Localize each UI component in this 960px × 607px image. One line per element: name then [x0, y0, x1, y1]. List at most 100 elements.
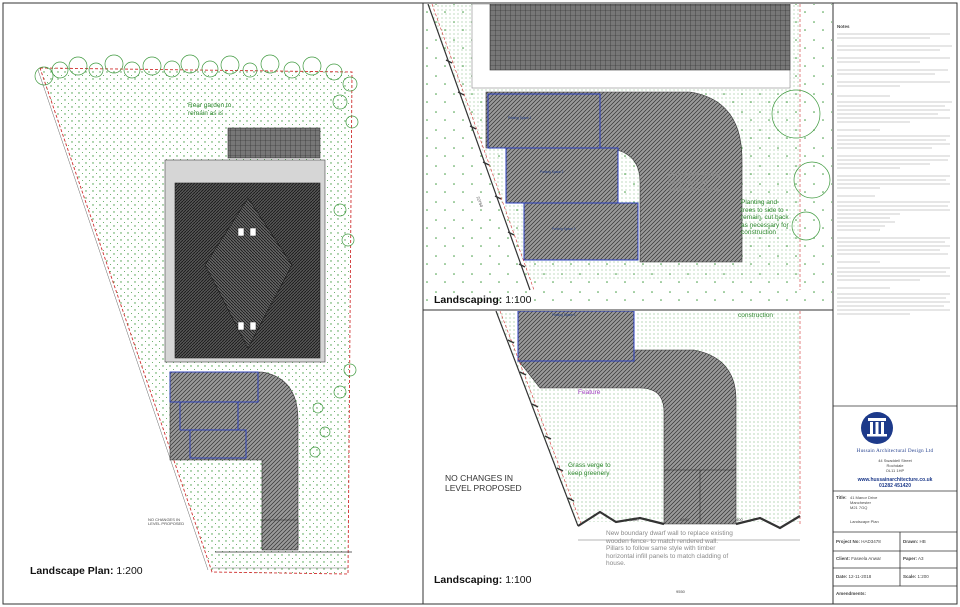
grass-verge-label: Grass verge to keep greenery	[568, 462, 611, 477]
date-field: Date: 12-11-2018	[836, 574, 872, 579]
project-no-value: HAD3478	[861, 539, 881, 544]
planting-line2: trees to side to	[741, 206, 784, 214]
no-changes-line2: LEVEL PROPOSED	[445, 483, 522, 493]
boundary-line	[499, 311, 583, 527]
tree-canopies	[771, 89, 831, 241]
firm-address-3: OL11 1HP	[885, 468, 905, 473]
client-value: Faseela Anwar	[851, 556, 882, 561]
firm-name: Hussain Architectural Design Ltd	[856, 449, 934, 454]
parking-space-2	[505, 147, 619, 204]
dimension-label-3: 400	[736, 517, 743, 522]
drawn-value: HB	[919, 539, 926, 544]
title-value-1: 41 Manor Drive	[850, 495, 878, 500]
rooflight	[237, 227, 245, 237]
paper-label: Paper:	[903, 556, 918, 561]
plan-view-title: Landscape Plan: 1:200	[30, 565, 143, 577]
front-parking-space	[517, 311, 635, 362]
no-changes-note: NO CHANGES IN LEVEL PROPOSED	[445, 473, 522, 493]
project-no-label: Project No:	[836, 539, 861, 544]
title-block-graphics	[833, 33, 957, 587]
firm-address-1: 44 Swaddell Street	[878, 458, 912, 463]
bottom-view-title: Landscaping: 1:100	[434, 574, 531, 586]
dimension-line	[37, 69, 209, 571]
side-boundary	[495, 311, 579, 527]
boundary-line4: horizontal infill panels to match claddi…	[606, 552, 729, 560]
plan-parking-space-2	[179, 401, 239, 431]
notes-text-lines	[837, 33, 952, 315]
date-value: 12-11-2018	[848, 574, 872, 579]
firm-address-2: Rochdale	[886, 463, 904, 468]
landscaping-bottom-view	[424, 311, 832, 603]
rooflight	[249, 321, 257, 331]
rear-outbuilding	[227, 127, 321, 159]
rooflight	[237, 321, 245, 331]
feature-label: Feature	[578, 389, 601, 396]
parking-space-2-label: Parking Space 2	[540, 170, 564, 174]
top-title-scale: 1:100	[505, 294, 532, 306]
fence-posts	[507, 339, 575, 502]
notes-heading: Notes	[837, 24, 850, 29]
boundary-line	[431, 4, 535, 291]
title-value-2: Manchester	[850, 500, 871, 505]
parking-space-1-label: Parking Space 1	[508, 116, 532, 120]
grass-line2: keep greenery	[568, 469, 610, 477]
dimension-label-1: 1180	[630, 517, 639, 522]
permeable-line2: hardscape for	[668, 178, 708, 186]
dimension-label-bottom: 9550	[676, 589, 685, 594]
house-roof-grid	[489, 4, 791, 71]
permeable-paving-label: Permeable paving hardscape for additiona…	[668, 171, 720, 194]
firm-website[interactable]: www.hussainarchitecture.co.uk	[857, 477, 933, 483]
scale-field: Scale: 1:200	[903, 574, 929, 579]
site-plan	[34, 54, 359, 575]
boundary-line2: wooden fence- to match rendered wall.	[606, 537, 719, 545]
client-field: Client: Faseela Anwar	[836, 556, 882, 561]
parking-space-3-label: Parking Space 3	[552, 227, 576, 231]
client-label: Client:	[836, 556, 850, 561]
parking-space-1	[487, 93, 601, 149]
no-changes-line1: NO CHANGES IN	[445, 473, 514, 483]
project-no-field: Project No: HAD3478	[836, 539, 881, 544]
permeable-line1: Permeable paving	[668, 171, 721, 178]
front-parking-space-label: Parking Space 3	[552, 313, 576, 317]
plan-parking-space-3	[189, 429, 247, 459]
grass-line1: Grass verge to	[568, 462, 611, 469]
bottom-title-scale: 1:100	[505, 574, 532, 586]
planting-line5: construction	[741, 229, 777, 236]
boundary-line1: New boundary dwarf wall to replace exist…	[606, 530, 733, 537]
dimension-label-2: 2890	[680, 517, 689, 522]
title-value-3: M21 7GQ	[850, 505, 868, 510]
amendments-label: Amendments:	[836, 591, 867, 596]
top-title-prefix: Landscaping:	[434, 294, 503, 306]
planting-line3: remain, cut back	[741, 214, 789, 221]
title-label: Title:	[836, 495, 847, 500]
bottom-title-prefix: Landscaping:	[434, 574, 503, 586]
side-boundary	[427, 4, 531, 291]
boundary-wall-note: New boundary dwarf wall to replace exist…	[606, 530, 733, 568]
boundary-line3: Pillars to follow same style with timber	[606, 545, 716, 552]
title-value-4: Landscape Plan	[850, 519, 879, 524]
new-boundary-wall	[577, 510, 801, 530]
plan-title-prefix: Landscape Plan:	[30, 565, 114, 577]
paper-field: Paper: A3	[903, 556, 924, 561]
landscaping-top-view	[424, 4, 832, 309]
parking-space-3	[523, 202, 639, 261]
construction-label: construction	[738, 312, 774, 319]
plan-parking-space-1	[169, 371, 259, 403]
planting-line1: Planting and	[741, 199, 778, 206]
planting-line4: as necessary for	[741, 221, 789, 229]
paper-value: A3	[918, 556, 924, 561]
rooflight	[249, 227, 257, 237]
rear-garden-label: Rear garden to remain as is	[188, 102, 232, 117]
firm-phone: 01282 451420	[879, 483, 911, 489]
drawn-label: Drawn:	[903, 539, 919, 544]
date-label: Date:	[836, 574, 848, 579]
top-view-title: Landscaping: 1:100	[434, 294, 531, 306]
gate-area	[261, 519, 299, 551]
boundary-line5: house.	[606, 560, 626, 567]
planting-label: Planting and trees to side to remain, cu…	[741, 199, 789, 237]
plan-no-changes-label: NO CHANGES IN LEVEL PROPOSED	[148, 517, 185, 526]
scale-label: Scale:	[903, 574, 917, 579]
